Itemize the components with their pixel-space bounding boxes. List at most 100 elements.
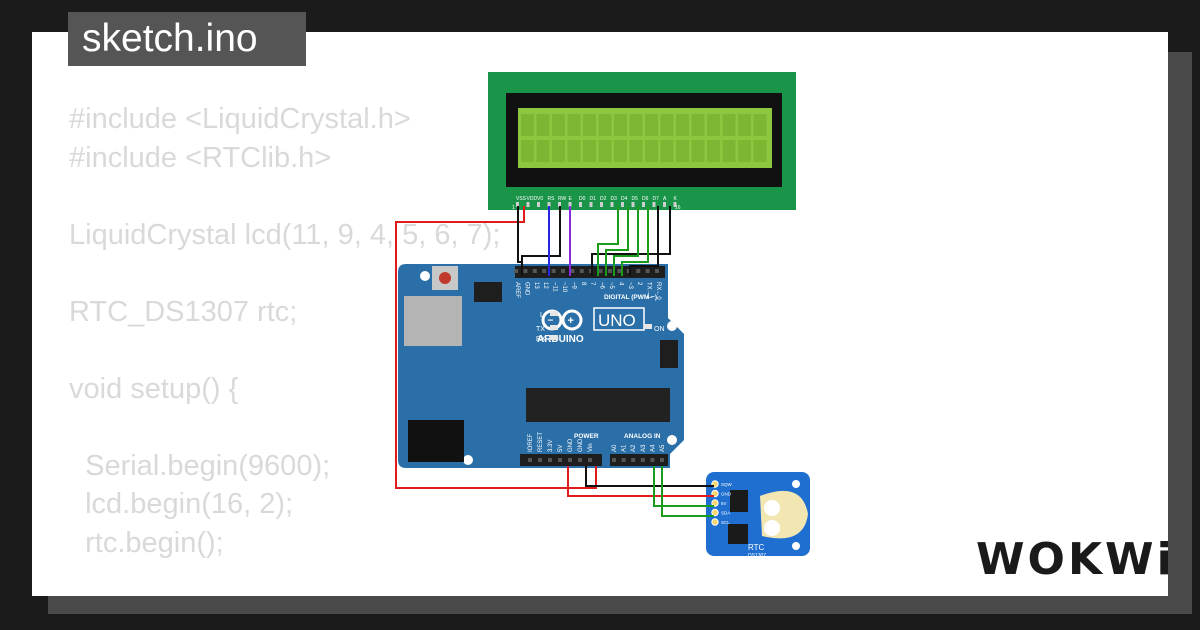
uno-badge — [593, 307, 645, 331]
lcd-pin[interactable] — [579, 202, 582, 207]
lcd-cell — [645, 140, 658, 162]
lcd-pin[interactable] — [652, 202, 656, 207]
analog-pin-socket[interactable] — [660, 458, 664, 462]
wire-lcd-rw[interactable] — [521, 206, 561, 276]
lcd-pin[interactable] — [631, 202, 635, 207]
led-tx-label: TX — [536, 326, 545, 333]
code-line: void setup() { — [69, 372, 239, 405]
mount-hole — [792, 542, 800, 550]
wire-lcd-k[interactable] — [591, 206, 671, 276]
led-on-indicator — [644, 324, 652, 329]
lcd-pin[interactable] — [621, 202, 624, 207]
power-pin-socket[interactable] — [538, 458, 542, 462]
lcd-pin-label: D5 — [632, 196, 639, 202]
lcd-pin[interactable] — [537, 202, 540, 207]
lcd-pin-label: D1 — [590, 196, 597, 202]
wire-gnd-rtc[interactable] — [585, 466, 714, 487]
power-pin-label: 5V — [558, 445, 564, 452]
file-tab[interactable]: sketch.ino — [68, 12, 306, 66]
digital-pin-socket[interactable] — [532, 269, 537, 273]
led-l-label: L — [540, 312, 544, 319]
digital-pin-socket[interactable] — [542, 269, 547, 273]
digital-pin-label: 7 — [589, 282, 595, 286]
atmega-chip — [526, 388, 670, 422]
wokwi-logo: WOKWi — [976, 534, 1175, 585]
code-line: RTC_DS1307 rtc; — [69, 295, 298, 328]
wire-sda[interactable] — [653, 466, 714, 507]
lcd-pin[interactable] — [663, 202, 666, 207]
digital-pin-socket[interactable] — [551, 269, 556, 273]
lcd-pin[interactable] — [568, 202, 572, 207]
lcd-pin[interactable] — [610, 202, 614, 207]
lcd-pin-label: VSS — [516, 196, 527, 202]
rtc-pin-hole[interactable] — [711, 499, 719, 507]
wire-scl[interactable] — [661, 466, 714, 517]
digital-pin-socket[interactable] — [655, 269, 659, 273]
digital-pin-socket[interactable] — [636, 269, 641, 273]
usb-connector — [404, 296, 462, 346]
digital-pin-label: 2 — [636, 282, 642, 286]
wire-5v-rtc[interactable] — [567, 466, 714, 497]
power-pin-socket[interactable] — [568, 458, 572, 462]
wire-lcd-vdd[interactable] — [395, 206, 597, 489]
power-pin-socket[interactable] — [588, 458, 592, 462]
power-pin-socket[interactable] — [548, 458, 552, 462]
analog-pin-label: A2 — [631, 444, 637, 452]
analog-pin-socket[interactable] — [631, 458, 636, 462]
lcd-pin[interactable] — [526, 202, 530, 207]
lcd-pin[interactable] — [558, 202, 561, 207]
lcd-pin[interactable] — [600, 202, 603, 207]
wire-lcd-d4[interactable] — [597, 206, 619, 276]
lcd-pin[interactable] — [516, 202, 519, 207]
power-pin-socket[interactable] — [578, 458, 582, 462]
lcd-pin[interactable] — [589, 202, 593, 207]
lcd-pin-label: K — [674, 196, 678, 202]
digital-pin-socket[interactable] — [579, 269, 584, 273]
power-pin-socket[interactable] — [528, 458, 532, 462]
digital-pin-socket[interactable] — [598, 269, 603, 273]
analog-pin-socket[interactable] — [650, 458, 655, 462]
digital-pin-socket[interactable] — [626, 269, 631, 273]
lcd-pin[interactable] — [642, 202, 645, 207]
digital-pin-socket[interactable] — [523, 269, 528, 273]
code-line: Serial.begin(9600); — [69, 449, 331, 482]
lcd-pin-label: D4 — [621, 196, 628, 202]
lcd-pin[interactable] — [547, 202, 551, 207]
lcd-pin-label: E — [569, 196, 573, 202]
lcd-pin[interactable] — [673, 202, 677, 207]
wire-lcd-d5[interactable] — [605, 206, 629, 276]
lcd-cell — [691, 140, 705, 162]
digital-pin-label: ~3 — [627, 282, 633, 290]
lcd-cell — [738, 114, 751, 136]
digital-pin-socket[interactable] — [608, 269, 612, 273]
led-l-indicator — [550, 311, 558, 316]
lcd-cell — [707, 114, 720, 136]
lcd-pin-label: A — [663, 196, 667, 202]
lcd-cell — [521, 114, 534, 136]
code-line: #include <LiquidCrystal.h> — [69, 103, 411, 135]
wire-lcd-d7[interactable] — [621, 206, 649, 276]
analog-pin-socket[interactable] — [621, 458, 626, 462]
analog-pin-socket[interactable] — [612, 458, 616, 462]
reset-button[interactable] — [439, 272, 451, 284]
digital-pin-socket[interactable] — [645, 269, 650, 273]
rtc-pin-hole[interactable] — [711, 518, 719, 526]
digital-pin-socket[interactable] — [617, 269, 622, 273]
lcd-cell — [552, 140, 565, 162]
digital-pin-socket[interactable] — [514, 269, 518, 273]
wires — [395, 206, 714, 517]
lcd-pin-label: D2 — [600, 196, 607, 202]
digital-pin-socket[interactable] — [570, 269, 575, 273]
analog-pin-socket[interactable] — [640, 458, 645, 462]
digital-pin-socket[interactable] — [561, 269, 565, 273]
rtc-pin-hole[interactable] — [711, 508, 719, 517]
power-pin-socket[interactable] — [558, 458, 562, 462]
wire-lcd-a[interactable] — [629, 206, 659, 276]
wire-lcd-d6[interactable] — [613, 206, 639, 276]
